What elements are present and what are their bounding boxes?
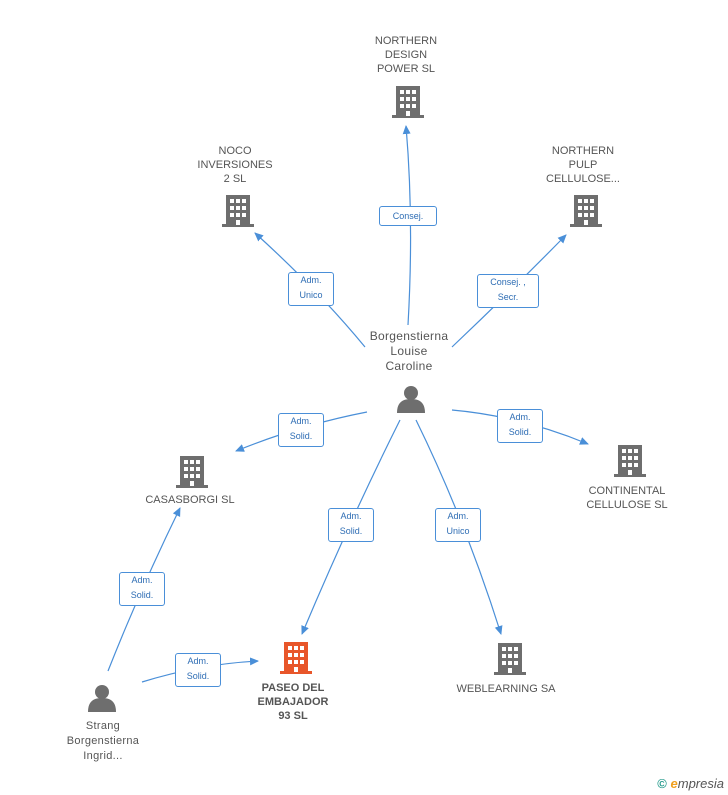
node-label-northern-design[interactable]: NORTHERN DESIGN POWER SL xyxy=(374,35,438,75)
noco-building-icon[interactable] xyxy=(222,195,254,227)
edge-label-louise-casasborgi[interactable]: Adm. Solid. xyxy=(278,413,324,447)
northern-design-building-icon[interactable] xyxy=(392,86,424,118)
copyright-icon: © xyxy=(657,776,667,791)
edge-label-louise-weblearning[interactable]: Adm. Unico xyxy=(435,508,481,542)
edge-label-louise-northern-pulp[interactable]: Consej. , Secr. xyxy=(477,274,539,308)
louise-person-icon[interactable] xyxy=(397,386,425,413)
edge-label-louise-noco[interactable]: Adm. Unico xyxy=(288,272,334,306)
northern-pulp-building-icon[interactable] xyxy=(570,195,602,227)
casasborgi-building-icon[interactable] xyxy=(176,456,208,488)
node-label-casasborgi[interactable]: CASASBORGI SL xyxy=(145,494,235,506)
node-label-weblearning[interactable]: WEBLEARNING SA xyxy=(456,683,556,695)
node-label-continental[interactable]: CONTINENTAL CELLULOSE SL xyxy=(586,485,668,511)
copyright-footer: © empresia xyxy=(657,776,724,791)
node-label-noco[interactable]: NOCO INVERSIONES 2 SL xyxy=(197,145,273,185)
node-label-paseo[interactable]: PASEO DEL EMBAJADOR 93 SL xyxy=(257,682,329,722)
edge-label-ingrid-paseo[interactable]: Adm. Solid. xyxy=(175,653,221,687)
edge-label-louise-northern-design[interactable]: Consej. xyxy=(379,206,437,226)
weblearning-building-icon[interactable] xyxy=(494,643,526,675)
brand-logo-text: mpresia xyxy=(677,776,724,791)
continental-building-icon[interactable] xyxy=(614,445,646,477)
edge-label-louise-paseo[interactable]: Adm. Solid. xyxy=(328,508,374,542)
paseo-building-icon[interactable] xyxy=(280,642,312,674)
brand-logo-initial: e xyxy=(670,776,678,791)
edge-label-ingrid-casasborgi[interactable]: Adm. Solid. xyxy=(119,572,165,606)
node-label-louise[interactable]: Borgenstierna Louise Caroline xyxy=(369,329,449,373)
node-label-northern-pulp[interactable]: NORTHERN PULP CELLULOSE... xyxy=(546,145,620,185)
edge-label-louise-continental[interactable]: Adm. Solid. xyxy=(497,409,543,443)
ingrid-person-icon[interactable] xyxy=(88,685,116,712)
node-label-ingrid[interactable]: Strang Borgenstierna Ingrid... xyxy=(66,720,140,762)
